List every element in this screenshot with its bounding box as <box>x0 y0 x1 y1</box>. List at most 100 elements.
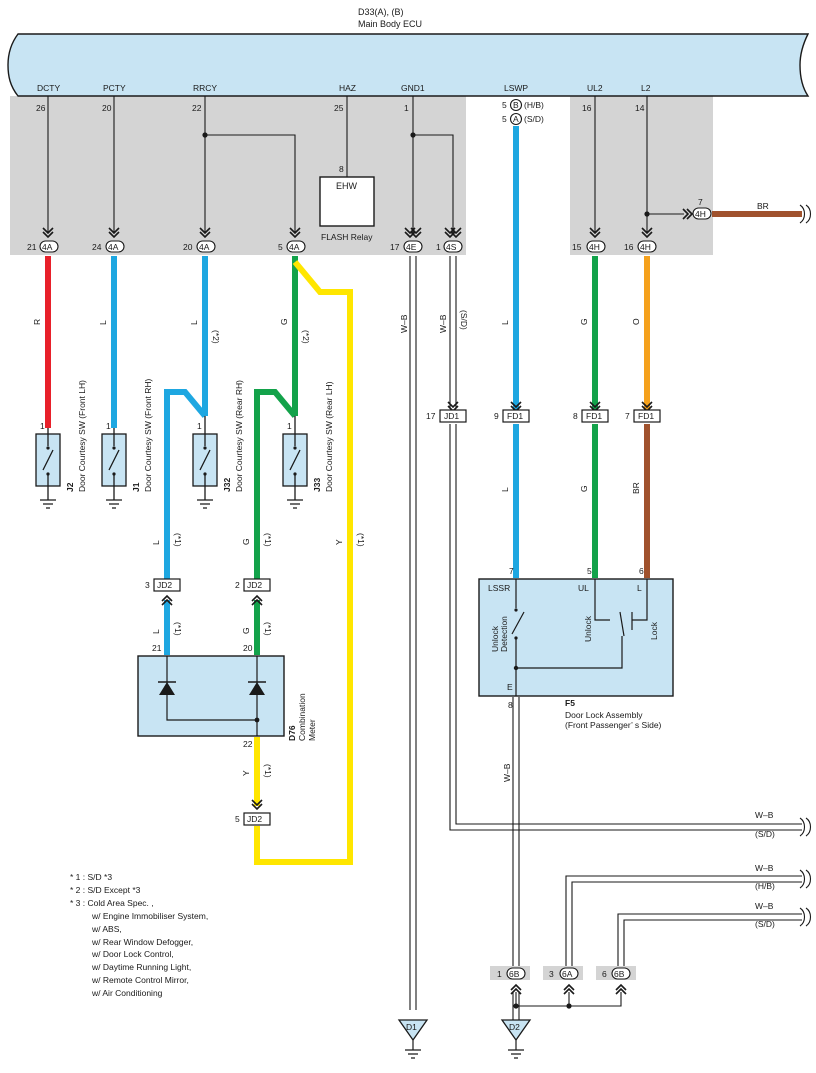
jd2-b-code: JD2 <box>247 580 262 590</box>
terminal-gnd1: GND1 <box>401 83 425 93</box>
lock-pin-7: 7 <box>509 566 514 576</box>
lock-name-1: Door Lock Assembly <box>565 710 643 720</box>
wire-blue-jd2 <box>164 389 208 582</box>
jd1-box <box>439 409 467 423</box>
terminal-ul2: UL2 <box>587 83 603 93</box>
lswp-pin-b: 5 <box>502 100 507 110</box>
junction-dot-l2 <box>644 211 650 217</box>
meter-diode-2 <box>249 682 265 695</box>
jc-oval-8 <box>637 240 657 253</box>
jd2-c-pin: 5 <box>235 814 240 824</box>
jc-oval-3 <box>196 240 216 253</box>
wire-letters: R L L (*2) G (*2) W–B W–B (S/D) L G O L … <box>32 310 641 782</box>
switch-j32: 1 J32 Door Courtesy SW (Rear RH) <box>192 380 244 509</box>
jc-oval-6 <box>443 240 463 253</box>
lswp-connector-b: B <box>513 100 519 110</box>
switch-j2-name: Door Courtesy SW (Front LH) <box>77 380 87 492</box>
jc-oval-1 <box>39 240 59 253</box>
lock-unlock-detection-2: Detection <box>499 616 509 652</box>
meter-pin-21: 21 <box>152 643 162 653</box>
switch-j1-pin: 1 <box>106 421 111 431</box>
junction-dot-6a <box>566 1003 572 1009</box>
wire-green-jd2 <box>254 389 298 582</box>
wire-note-1c: (*1) <box>356 533 366 547</box>
jc-code-5: 4E <box>406 242 417 252</box>
fd1-c-pin: 7 <box>625 411 630 421</box>
wire-note-2a: (*2) <box>211 330 221 344</box>
wb-note-right-3: (S/D) <box>755 919 775 929</box>
wb-label-right-1: W–B <box>755 810 774 820</box>
pin-l2: 14 <box>635 103 645 113</box>
pin-gnd1: 1 <box>404 103 409 113</box>
jd2-connectors: 3 JD2 2 JD2 5 JD2 <box>145 578 271 826</box>
meter-diode-1 <box>159 682 175 695</box>
wire-note-2b: (*2) <box>301 330 311 344</box>
lock-unlock-label: Unlock <box>583 615 593 642</box>
jc-code-2: 4A <box>108 242 119 252</box>
meter-pin-22: 22 <box>243 739 253 749</box>
wire-note-1d: (*1) <box>173 622 183 636</box>
lswp-note-sd: (S/D) <box>524 114 544 124</box>
main-body-ecu <box>7 33 810 97</box>
footnote-2: * 2 : S/D Except *3 <box>70 884 141 895</box>
footnote-7: w/ Door Lock Control, <box>92 949 174 960</box>
pin-rrcy: 22 <box>192 103 202 113</box>
wire-label-r: R <box>32 319 42 325</box>
terminal-pcty: PCTY <box>103 83 126 93</box>
jd2-c-box <box>243 812 271 826</box>
footnote-10: w/ Air Conditioning <box>92 988 163 999</box>
jc-oval-2 <box>105 240 125 253</box>
flash-relay <box>319 176 375 227</box>
wire-label-wb-2: W–B <box>438 314 448 333</box>
wire-label-wb-1: W–B <box>399 314 409 333</box>
footnote-3: * 3 : Cold Area Spec. , <box>70 897 154 908</box>
pin-dcty: 26 <box>36 103 46 113</box>
jc-code-7: 4H <box>589 242 600 252</box>
ground-d1-label: D1 <box>406 1022 417 1032</box>
switch-j32-pin: 1 <box>197 421 202 431</box>
flash-relay-label: FLASH Relay <box>321 232 373 242</box>
switch-j33-id: J33 <box>312 478 322 492</box>
wire-note-1e: (*1) <box>263 622 273 636</box>
ecu-title: D33(A), (B) <box>358 7 404 17</box>
pin-haz: 25 <box>334 103 344 113</box>
lswp-variants: 5 B (H/B) 5 A (S/D) <box>502 98 544 126</box>
switch-j2: 1 J2 Door Courtesy SW (Front LH) <box>35 380 87 509</box>
footnote-4: w/ Engine Immobiliser System, <box>92 910 209 921</box>
jd2-a-box <box>153 578 181 592</box>
lock-unlock-detection-1: Unlock <box>490 625 500 652</box>
switch-j32-name: Door Courtesy SW (Rear RH) <box>234 380 244 492</box>
wb-note-right-2: (H/B) <box>755 881 775 891</box>
flash-relay-code: EHW <box>336 181 358 191</box>
switch-j2-pin: 1 <box>40 421 45 431</box>
ecu-shade-right <box>570 96 713 255</box>
lock-pin-6: 6 <box>639 566 644 576</box>
lswp-pin-a: 5 <box>502 114 507 124</box>
wire-note-1f: (*1) <box>263 764 273 778</box>
lswp-connector-a-marker <box>509 112 523 126</box>
lswp-connector-b-marker <box>509 98 523 112</box>
lswp-note-hb: (H/B) <box>524 100 544 110</box>
lock-lock-label: Lock <box>649 621 659 640</box>
ground-d1: D1 <box>397 1019 429 1059</box>
jd2-b-box <box>243 578 271 592</box>
footnote-9: w/ Remote Control Mirror, <box>92 975 189 986</box>
wb-wires <box>409 256 802 1020</box>
fd1-a-box <box>502 409 530 423</box>
ecu-subtitle: Main Body ECU <box>358 19 422 29</box>
switch-j33-name: Door Courtesy SW (Rear LH) <box>324 381 334 492</box>
combination-meter: 21 20 22 D76 Combination Meter <box>137 643 317 749</box>
wb-label-right-3: W–B <box>755 901 774 911</box>
footnote-1: * 1 : S/D *3 <box>70 872 113 882</box>
jc-pin-5: 17 <box>390 242 400 252</box>
jc-oval-5 <box>403 240 423 253</box>
wire-label-y-2: Y <box>241 770 251 776</box>
jc-oval-4 <box>286 240 306 253</box>
footnote-8: w/ Daytime Running Light, <box>92 962 192 973</box>
wire-label-g-jd2: G <box>241 538 251 545</box>
jc-code-8: 4H <box>640 242 651 252</box>
b6-a-code: 6B <box>509 969 520 979</box>
fd1-c-code: FD1 <box>638 411 654 421</box>
door-lock-assembly: 7 5 6 LSSR UL L Unlock Detection Unlock … <box>478 566 674 730</box>
